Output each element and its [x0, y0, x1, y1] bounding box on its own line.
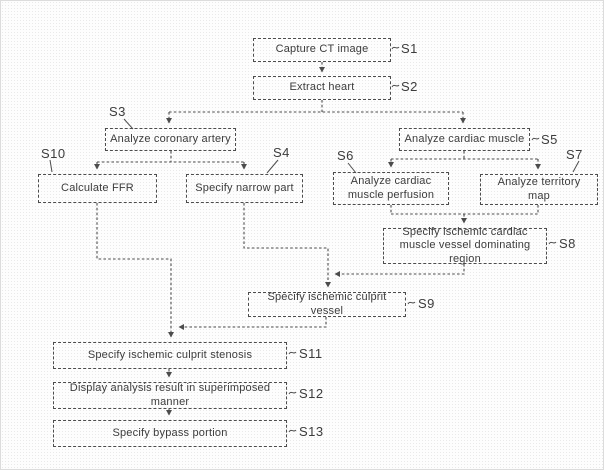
leader-s6: [347, 162, 357, 174]
leader-s7: [572, 160, 580, 173]
step-label-s6: S6: [337, 148, 354, 163]
connector-s9-join: [178, 317, 327, 330]
leader-s10: [49, 159, 53, 173]
node-specify-bypass-portion: Specify bypass portion: [53, 420, 287, 447]
leader-s5: [531, 137, 540, 141]
node-analyze-cardiac-muscle-perfusion: Analyze cardiac muscle perfusion: [333, 172, 449, 205]
leader-s3: [123, 118, 134, 130]
node-analyze-cardiac-muscle: Analyze cardiac muscle: [399, 128, 530, 151]
leader-s11: [288, 351, 297, 355]
step-label-s7: S7: [566, 147, 583, 162]
step-label-s10: S10: [41, 146, 66, 161]
leader-s4: [266, 159, 279, 174]
node-specify-ischemic-culprit-vessel: Specify ischemic culprit vessel: [248, 291, 406, 317]
connector-s8-join: [334, 264, 465, 277]
node-specify-ischemic-region: Specify ischemic cardiac muscle vessel d…: [383, 226, 547, 265]
step-label-s12: S12: [299, 386, 324, 401]
node-specify-ischemic-culprit-stenosis: Specify ischemic culprit stenosis: [53, 342, 287, 369]
step-label-s11: S11: [299, 346, 323, 361]
step-label-s4: S4: [273, 145, 290, 160]
connector-s4-s9: [243, 203, 331, 288]
node-extract-heart: Extract heart: [253, 76, 391, 100]
leader-s1: [391, 46, 400, 50]
step-label-s3: S3: [109, 104, 126, 119]
node-capture-ct-image: Capture CT image: [253, 38, 391, 62]
node-specify-narrow-part: Specify narrow part: [186, 174, 303, 203]
connector-s10-s11: [96, 203, 174, 338]
step-label-s2: S2: [401, 79, 418, 94]
node-analyze-territory-map: Analyze territory map: [480, 174, 598, 205]
leader-s13: [288, 429, 297, 433]
node-analyze-coronary-artery: Analyze coronary artery: [105, 128, 236, 151]
node-display-analysis-result: Display analysis result in superimposed …: [53, 382, 287, 409]
leader-s8: [548, 241, 557, 245]
step-label-s13: S13: [299, 424, 324, 439]
step-label-s9: S9: [418, 296, 435, 311]
node-calculate-ffr: Calculate FFR: [38, 174, 157, 203]
leader-s9: [407, 301, 416, 305]
step-label-s5: S5: [541, 132, 558, 147]
leader-s12: [288, 391, 297, 395]
step-label-s1: S1: [401, 41, 418, 56]
leader-s2: [391, 84, 400, 88]
step-label-s8: S8: [559, 236, 576, 251]
